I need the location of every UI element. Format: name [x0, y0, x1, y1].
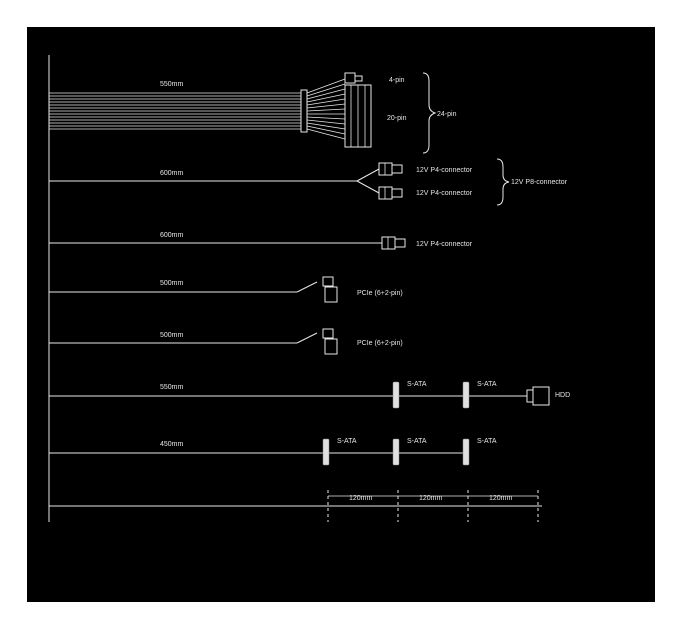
connector-label: S-ATA: [477, 381, 497, 388]
cable-diagram: 550mm 4-pin 20-pin 24-pin 600mm 12V P4-c…: [48, 55, 570, 522]
cable-length-label: 450mm: [160, 441, 184, 448]
cable-length-label: 600mm: [160, 170, 184, 177]
connector-label: S-ATA: [407, 438, 427, 445]
sata-connector-icon: [392, 381, 400, 409]
cable-length-label: 500mm: [160, 332, 184, 339]
spacing-label: 120mm: [419, 495, 443, 502]
cable-sata-3: 450mm S-ATA S-ATA S-ATA: [49, 438, 497, 466]
sata-connector-icon: [462, 438, 470, 466]
24pin-brace: [422, 72, 437, 154]
connector-group-label: 12V P8-connector: [511, 179, 568, 186]
pcie-connector-icon: [324, 338, 338, 355]
cable-p8: 600mm 12V P4-connector 12V P4-connector …: [49, 158, 568, 206]
cable-pcie-2: 500mm PCIe (6+2-pin): [49, 328, 403, 355]
cable-pcie-1: 500mm PCIe (6+2-pin): [49, 276, 403, 303]
p8-brace: [496, 158, 510, 206]
cable-length-label: 550mm: [160, 384, 184, 391]
connector-group-label: 24-pin: [437, 111, 457, 118]
cable-p4: 600mm 12V P4-connector: [49, 232, 473, 250]
connector-label: 4-pin: [389, 77, 405, 84]
connector-label: HDD: [555, 392, 570, 399]
cable-length-label: 600mm: [160, 232, 184, 239]
spacing-label: 120mm: [489, 495, 513, 502]
cable-24pin: 550mm 4-pin 20-pin 24-pin: [49, 72, 457, 154]
connector-label: S-ATA: [337, 438, 357, 445]
connector-label: 12V P4-connector: [416, 241, 473, 248]
cable-sata-hdd: 550mm S-ATA S-ATA HDD: [49, 381, 570, 409]
pcie-connector-icon: [324, 286, 338, 303]
connector-label: PCIe (6+2-pin): [357, 290, 403, 297]
sata-connector-icon: [322, 438, 330, 466]
cable-length-label: 500mm: [160, 280, 184, 287]
sata-connector-icon: [392, 438, 400, 466]
p4-connector-icon: [378, 162, 393, 176]
4pin-connector-icon: [344, 72, 356, 84]
cable-diagram-panel: 550mm 4-pin 20-pin 24-pin 600mm 12V P4-c…: [27, 27, 655, 602]
connector-label: 20-pin: [387, 115, 407, 122]
connector-label: PCIe (6+2-pin): [357, 340, 403, 347]
connector-label: S-ATA: [407, 381, 427, 388]
connector-label: 12V P4-connector: [416, 167, 473, 174]
hdd-connector-icon: [532, 386, 550, 406]
sata-connector-icon: [462, 381, 470, 409]
spacing-label: 120mm: [349, 495, 373, 502]
connector-label: 12V P4-connector: [416, 190, 473, 197]
cable-length-label: 550mm: [160, 81, 184, 88]
p4-connector-icon: [378, 186, 393, 200]
connector-label: S-ATA: [477, 438, 497, 445]
p4-connector-icon: [381, 236, 396, 250]
spacing-scale: 120mm 120mm 120mm: [49, 490, 542, 522]
